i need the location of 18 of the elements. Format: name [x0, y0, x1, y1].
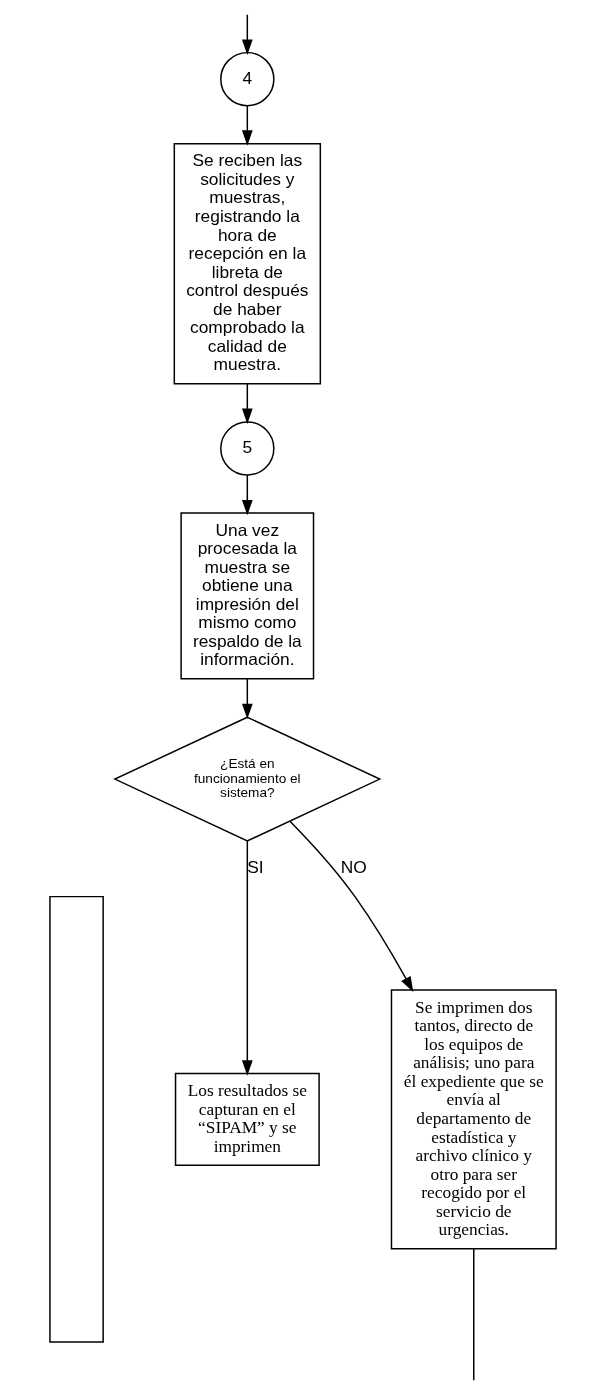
edge-label: SI — [247, 857, 264, 878]
node-box: Se reciben las solicitudes y muestras, registrando la hora de recepción en la libreta de control después de haber comprobado la calidad de muestra. — [173, 143, 322, 385]
node-circle: 4 — [220, 51, 275, 107]
connector — [473, 1248, 475, 1381]
node-box — [49, 895, 104, 1343]
arrow — [241, 14, 253, 55]
node-box: Los resultados se capturan en el “SIPAM” y se imprimen — [174, 1072, 320, 1166]
edge-label: NO — [340, 857, 367, 878]
arrow — [241, 383, 253, 424]
arrow — [241, 840, 253, 1076]
arrow — [241, 678, 253, 720]
arrow — [241, 474, 253, 516]
node-diamond: ¿Está en funcionamiento el sistema? — [113, 716, 382, 842]
arrow — [289, 820, 414, 992]
node-box: Se imprimen dos tantos, directo de los equipos de análisis; uno para él expediente que se envía al departamento de estadística y archivo clínico y otro para ser recogido por el servicio de urgencias. — [390, 989, 557, 1250]
arrow — [241, 104, 253, 146]
node-circle: 5 — [220, 421, 275, 476]
node-box: Una vez procesada la muestra se obtiene una impresión del mismo como respaldo de la información. — [180, 512, 315, 680]
